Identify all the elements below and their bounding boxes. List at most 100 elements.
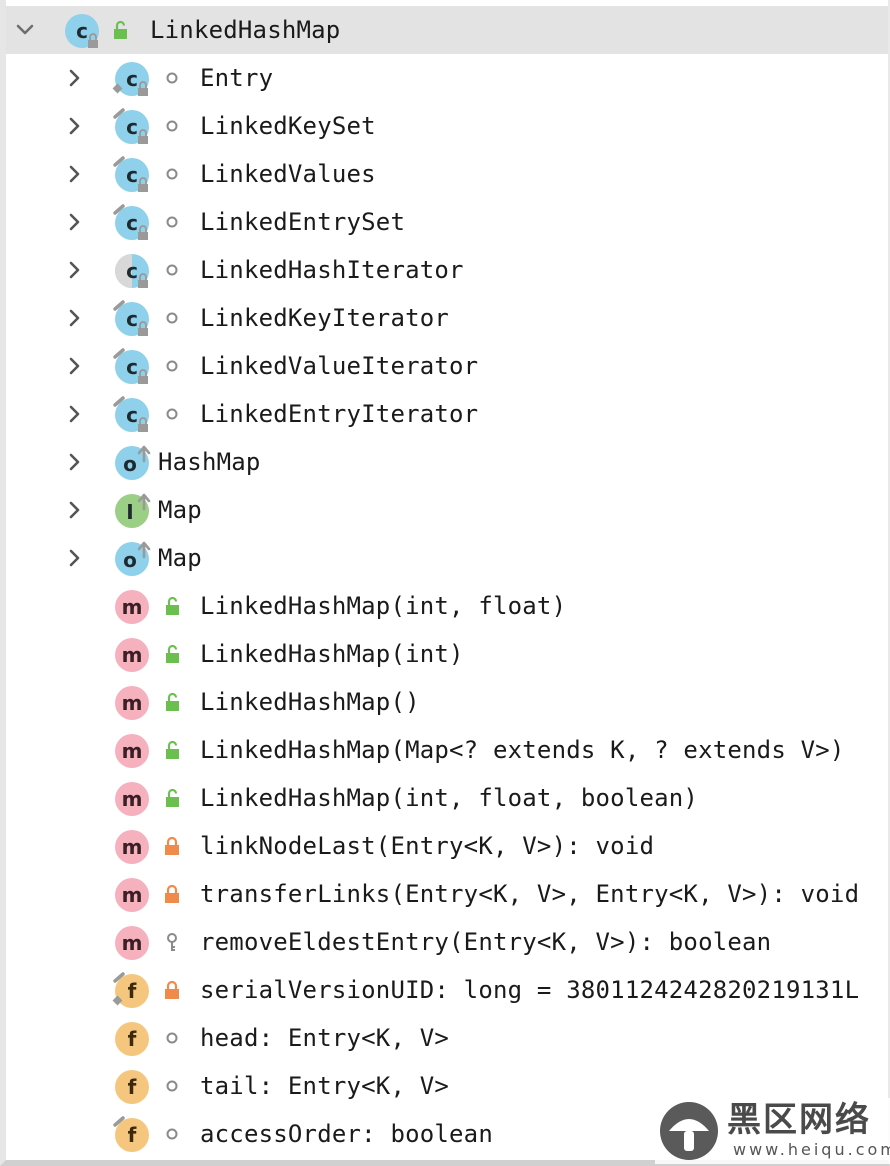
tree-item-method[interactable]: m linkNodeLast(Entry<K, V>): void: [6, 822, 888, 870]
package-private-icon: [162, 1124, 182, 1144]
tree-item-label: head: Entry<K, V>: [200, 1024, 450, 1052]
svg-text:f: f: [128, 1075, 137, 1099]
inherited-class-icon: o: [114, 541, 151, 577]
tree-item-linked-hash-iterator[interactable]: c LinkedHashIterator: [6, 246, 888, 294]
class-icon: c: [113, 300, 150, 337]
method-icon: m: [114, 877, 150, 913]
tree-item-label: serialVersionUID: long = 380112424282021…: [200, 976, 860, 1004]
tree-item-field[interactable]: f accessOrder: boolean: [6, 1110, 888, 1158]
method-icon: m: [114, 829, 150, 865]
tree-item-method[interactable]: m removeEldestEntry(Entry<K, V>): boolea…: [6, 918, 888, 966]
tree-item-label: LinkedHashMap(): [200, 688, 420, 716]
tree-item-constructor[interactable]: m LinkedHashMap(): [6, 678, 888, 726]
method-icon: m: [114, 589, 150, 625]
chevron-right-icon[interactable]: [66, 165, 84, 183]
structure-tree: c LinkedHashMap c Entry c LinkedKeySet c…: [6, 6, 888, 1158]
tree-item-constructor[interactable]: m LinkedHashMap(int): [6, 630, 888, 678]
chevron-right-icon[interactable]: [66, 117, 84, 135]
chevron-right-icon[interactable]: [66, 357, 84, 375]
private-lock-icon: [162, 980, 182, 1000]
svg-text:c: c: [126, 115, 138, 139]
mushroom-logo-icon: [660, 1102, 718, 1160]
private-lock-icon: [162, 836, 182, 856]
svg-text:m: m: [122, 931, 143, 955]
chevron-right-icon[interactable]: [66, 309, 84, 327]
public-lock-icon: [162, 740, 182, 760]
tree-item-label: LinkedHashMap(int, float, boolean): [200, 784, 699, 812]
method-icon: m: [114, 781, 150, 817]
chevron-right-icon[interactable]: [66, 405, 84, 423]
svg-text:c: c: [126, 67, 138, 91]
inherited-interface-icon: I: [114, 493, 151, 529]
class-icon: c: [113, 108, 150, 145]
package-private-icon: [162, 1028, 182, 1048]
tree-item-linked-entry-set[interactable]: c LinkedEntrySet: [6, 198, 888, 246]
tree-root-row[interactable]: c LinkedHashMap: [6, 6, 888, 54]
package-private-icon: [162, 68, 182, 88]
svg-text:m: m: [122, 643, 143, 667]
svg-text:o: o: [123, 548, 137, 572]
svg-text:m: m: [122, 835, 143, 859]
final-field-icon: f: [113, 1116, 150, 1153]
class-icon: c: [112, 61, 150, 97]
tree-item-hash-map[interactable]: o HashMap: [6, 438, 888, 486]
tree-item-label: transferLinks(Entry<K, V>, Entry<K, V>):…: [200, 880, 860, 908]
tree-item-constructor[interactable]: m LinkedHashMap(int, float, boolean): [6, 774, 888, 822]
tree-item-label: Entry: [200, 64, 274, 92]
chevron-down-icon[interactable]: [16, 21, 34, 39]
chevron-right-icon[interactable]: [66, 261, 84, 279]
svg-text:f: f: [128, 1027, 137, 1051]
tree-item-linked-values[interactable]: c LinkedValues: [6, 150, 888, 198]
package-private-icon: [162, 116, 182, 136]
watermark-name: 黑区网络: [727, 1100, 871, 1140]
tree-item-linked-value-iterator[interactable]: c LinkedValueIterator: [6, 342, 888, 390]
svg-text:c: c: [126, 403, 138, 427]
tree-item-linked-key-set[interactable]: c LinkedKeySet: [6, 102, 888, 150]
class-icon: c: [113, 204, 150, 241]
tree-item-label: linkNodeLast(Entry<K, V>): void: [200, 832, 655, 860]
method-icon: m: [114, 733, 150, 769]
chevron-right-icon[interactable]: [66, 213, 84, 231]
svg-text:f: f: [128, 1123, 137, 1147]
tree-item-field[interactable]: f head: Entry<K, V>: [6, 1014, 888, 1062]
method-icon: m: [114, 925, 150, 961]
static-field-icon: f: [112, 972, 150, 1009]
package-private-icon: [162, 308, 182, 328]
chevron-right-icon[interactable]: [66, 453, 84, 471]
public-lock-icon: [162, 788, 182, 808]
tree-item-map-interface[interactable]: I Map: [6, 486, 888, 534]
field-icon: f: [114, 1069, 150, 1105]
tree-item-constructor[interactable]: m LinkedHashMap(Map<? extends K, ? exten…: [6, 726, 888, 774]
public-lock-icon: [162, 692, 182, 712]
tree-item-constructor[interactable]: m LinkedHashMap(int, float): [6, 582, 888, 630]
tree-item-field[interactable]: f tail: Entry<K, V>: [6, 1062, 888, 1110]
chevron-right-icon[interactable]: [66, 69, 84, 87]
chevron-right-icon[interactable]: [66, 549, 84, 567]
tree-item-entry[interactable]: c Entry: [6, 54, 888, 102]
field-icon: f: [114, 1021, 150, 1057]
tree-item-map-class[interactable]: o Map: [6, 534, 888, 582]
tree-item-label: tail: Entry<K, V>: [200, 1072, 450, 1100]
watermark-url: www.heiqu.com: [733, 1140, 890, 1159]
method-icon: m: [114, 637, 150, 673]
svg-text:m: m: [122, 691, 143, 715]
class-icon: c: [113, 396, 150, 433]
package-private-icon: [162, 356, 182, 376]
class-icon: c: [113, 156, 150, 193]
tree-item-label: LinkedHashIterator: [200, 256, 464, 284]
watermark: 黑区网络 www.heiqu.com: [655, 1098, 890, 1164]
svg-text:m: m: [122, 739, 143, 763]
chevron-right-icon[interactable]: [66, 501, 84, 519]
tree-item-label: LinkedKeyIterator: [200, 304, 450, 332]
svg-text:c: c: [126, 307, 138, 331]
tree-item-field[interactable]: f serialVersionUID: long = 3801124242820…: [6, 966, 888, 1014]
public-lock-icon: [110, 20, 130, 40]
package-private-icon: [162, 164, 182, 184]
tree-item-method[interactable]: m transferLinks(Entry<K, V>, Entry<K, V>…: [6, 870, 888, 918]
abstract-class-icon: c: [114, 253, 150, 289]
public-lock-icon: [162, 644, 182, 664]
tree-item-linked-key-iterator[interactable]: c LinkedKeyIterator: [6, 294, 888, 342]
tree-item-linked-entry-iterator[interactable]: c LinkedEntryIterator: [6, 390, 888, 438]
protected-key-icon: [162, 932, 182, 952]
